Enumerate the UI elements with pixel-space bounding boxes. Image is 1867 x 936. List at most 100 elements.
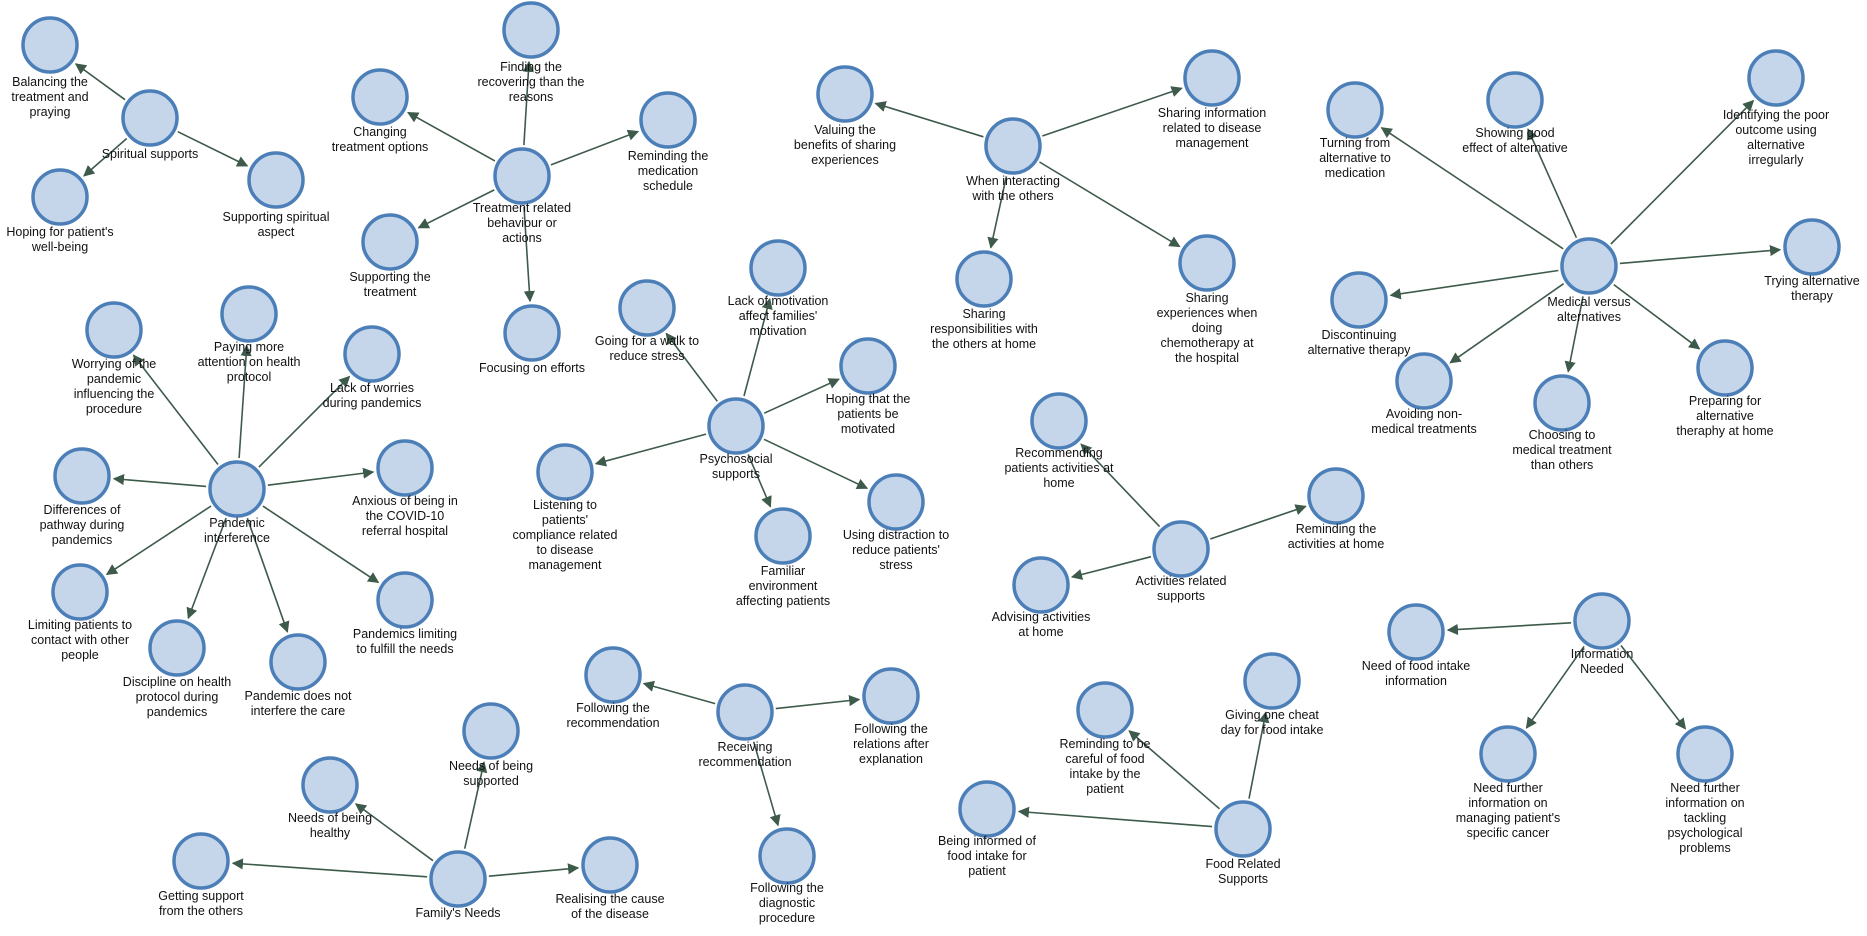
node-sharing_info[interactable] [1183, 49, 1241, 107]
node-label-line: protocol [227, 370, 271, 384]
edge-treatment-to-focusing [523, 206, 535, 303]
node-label-line: Reminding to be [1059, 737, 1150, 751]
node-label-line: Spiritual supports [102, 147, 199, 161]
node-label-line: effect of alternative [1462, 141, 1567, 155]
node-interacting[interactable] [984, 117, 1042, 175]
node-label-line: outcome using [1735, 123, 1816, 137]
node-discipline[interactable] [148, 619, 206, 677]
node-label-line: medication [638, 164, 698, 178]
edge-psychosocial-to-distraction [763, 438, 869, 490]
node-reminding_act[interactable] [1307, 467, 1365, 525]
node-hoping_wellbeing[interactable] [31, 168, 89, 226]
node-need_psych[interactable] [1676, 725, 1734, 783]
node-listening[interactable] [536, 443, 594, 501]
node-treatment[interactable] [493, 147, 551, 205]
node-limiting_needs[interactable] [376, 571, 434, 629]
node-need_cancer[interactable] [1479, 725, 1537, 783]
node-finding[interactable] [502, 1, 560, 59]
node-label-line: Needs of being [449, 759, 533, 773]
node-label-line: Getting support [158, 889, 244, 903]
node-turning[interactable] [1326, 81, 1384, 139]
node-label-line: Choosing to [1529, 428, 1596, 442]
node-family[interactable] [429, 850, 487, 908]
node-worrying[interactable] [85, 301, 143, 359]
node-label-line: Need further [1473, 781, 1542, 795]
node-spiritual[interactable] [121, 89, 179, 147]
node-receiving[interactable] [716, 683, 774, 741]
node-distraction[interactable] [867, 473, 925, 531]
node-label-line: Following the [854, 722, 928, 736]
edge-pandemic-to-paying [238, 344, 252, 459]
node-supporting_treat[interactable] [361, 213, 419, 271]
node-careful[interactable] [1076, 681, 1134, 739]
node-label-line: from the others [159, 904, 243, 918]
node-discontinuing[interactable] [1330, 271, 1388, 329]
node-advising[interactable] [1012, 556, 1070, 614]
node-information[interactable] [1573, 592, 1631, 650]
node-supporting_spiritual[interactable] [247, 151, 305, 209]
node-being_healthy[interactable] [301, 756, 359, 814]
edge-pandemic-to-lack_worries [258, 375, 351, 468]
edge-treatment-to-reminding_med [550, 129, 640, 166]
node-hoping_motivated[interactable] [839, 337, 897, 395]
node-walk[interactable] [618, 279, 676, 337]
node-not_interfere[interactable] [269, 633, 327, 691]
edge-psychosocial-to-hoping_motivated [763, 378, 840, 414]
node-reminding_med[interactable] [639, 91, 697, 149]
node-being_supported[interactable] [462, 702, 520, 760]
nodes-layer [21, 1, 1841, 908]
node-lack_motivation[interactable] [749, 239, 807, 297]
node-realising[interactable] [581, 836, 639, 894]
node-following_diag[interactable] [758, 827, 816, 885]
node-label-line: well-being [31, 240, 88, 254]
node-choosing[interactable] [1533, 374, 1591, 432]
node-cheat[interactable] [1243, 652, 1301, 710]
node-differences[interactable] [53, 447, 111, 505]
node-showing[interactable] [1486, 71, 1544, 129]
node-focusing[interactable] [503, 304, 561, 362]
node-label-line: pandemics [147, 705, 207, 719]
node-food[interactable] [1214, 800, 1272, 858]
node-following_rec[interactable] [584, 646, 642, 704]
node-following_rel[interactable] [862, 667, 920, 725]
node-label-line: Discipline on health [123, 675, 231, 689]
node-label-line: Hoping for patient's [6, 225, 113, 239]
node-limiting_contact[interactable] [51, 563, 109, 621]
node-trying[interactable] [1783, 218, 1841, 276]
node-psychosocial[interactable] [707, 397, 765, 455]
node-sharing_exp[interactable] [1178, 234, 1236, 292]
node-label-line: affect families' [739, 309, 818, 323]
node-sharing_resp[interactable] [955, 250, 1013, 308]
node-label-line: the others at home [932, 337, 1036, 351]
node-balancing[interactable] [21, 16, 79, 74]
node-label-line: Anxious of being in [352, 494, 458, 508]
node-familiar[interactable] [754, 507, 812, 565]
node-recommending[interactable] [1030, 392, 1088, 450]
node-label-line: relations after [853, 737, 929, 751]
node-label-line: information on [1665, 796, 1744, 810]
node-paying[interactable] [220, 285, 278, 343]
node-avoiding[interactable] [1395, 352, 1453, 410]
node-label-line: irregularly [1749, 153, 1805, 167]
edge-family-to-being_supported [463, 761, 488, 849]
edge-treatment-to-finding [522, 60, 534, 146]
node-lack_worries[interactable] [343, 325, 401, 383]
node-label-line: Lack of worries [330, 381, 414, 395]
node-valuing[interactable] [816, 65, 874, 123]
node-pandemic[interactable] [208, 460, 266, 518]
node-need_food[interactable] [1387, 603, 1445, 661]
node-getting_support[interactable] [172, 832, 230, 890]
node-identifying[interactable] [1747, 49, 1805, 107]
node-changing[interactable] [351, 68, 409, 126]
node-activities[interactable] [1152, 520, 1210, 578]
node-anxious[interactable] [376, 439, 434, 497]
edge-medical-to-preparing [1613, 283, 1701, 350]
node-preparing[interactable] [1696, 339, 1754, 397]
edge-family-to-realising [488, 863, 580, 877]
node-medical[interactable] [1560, 237, 1618, 295]
node-informed[interactable] [958, 780, 1016, 838]
